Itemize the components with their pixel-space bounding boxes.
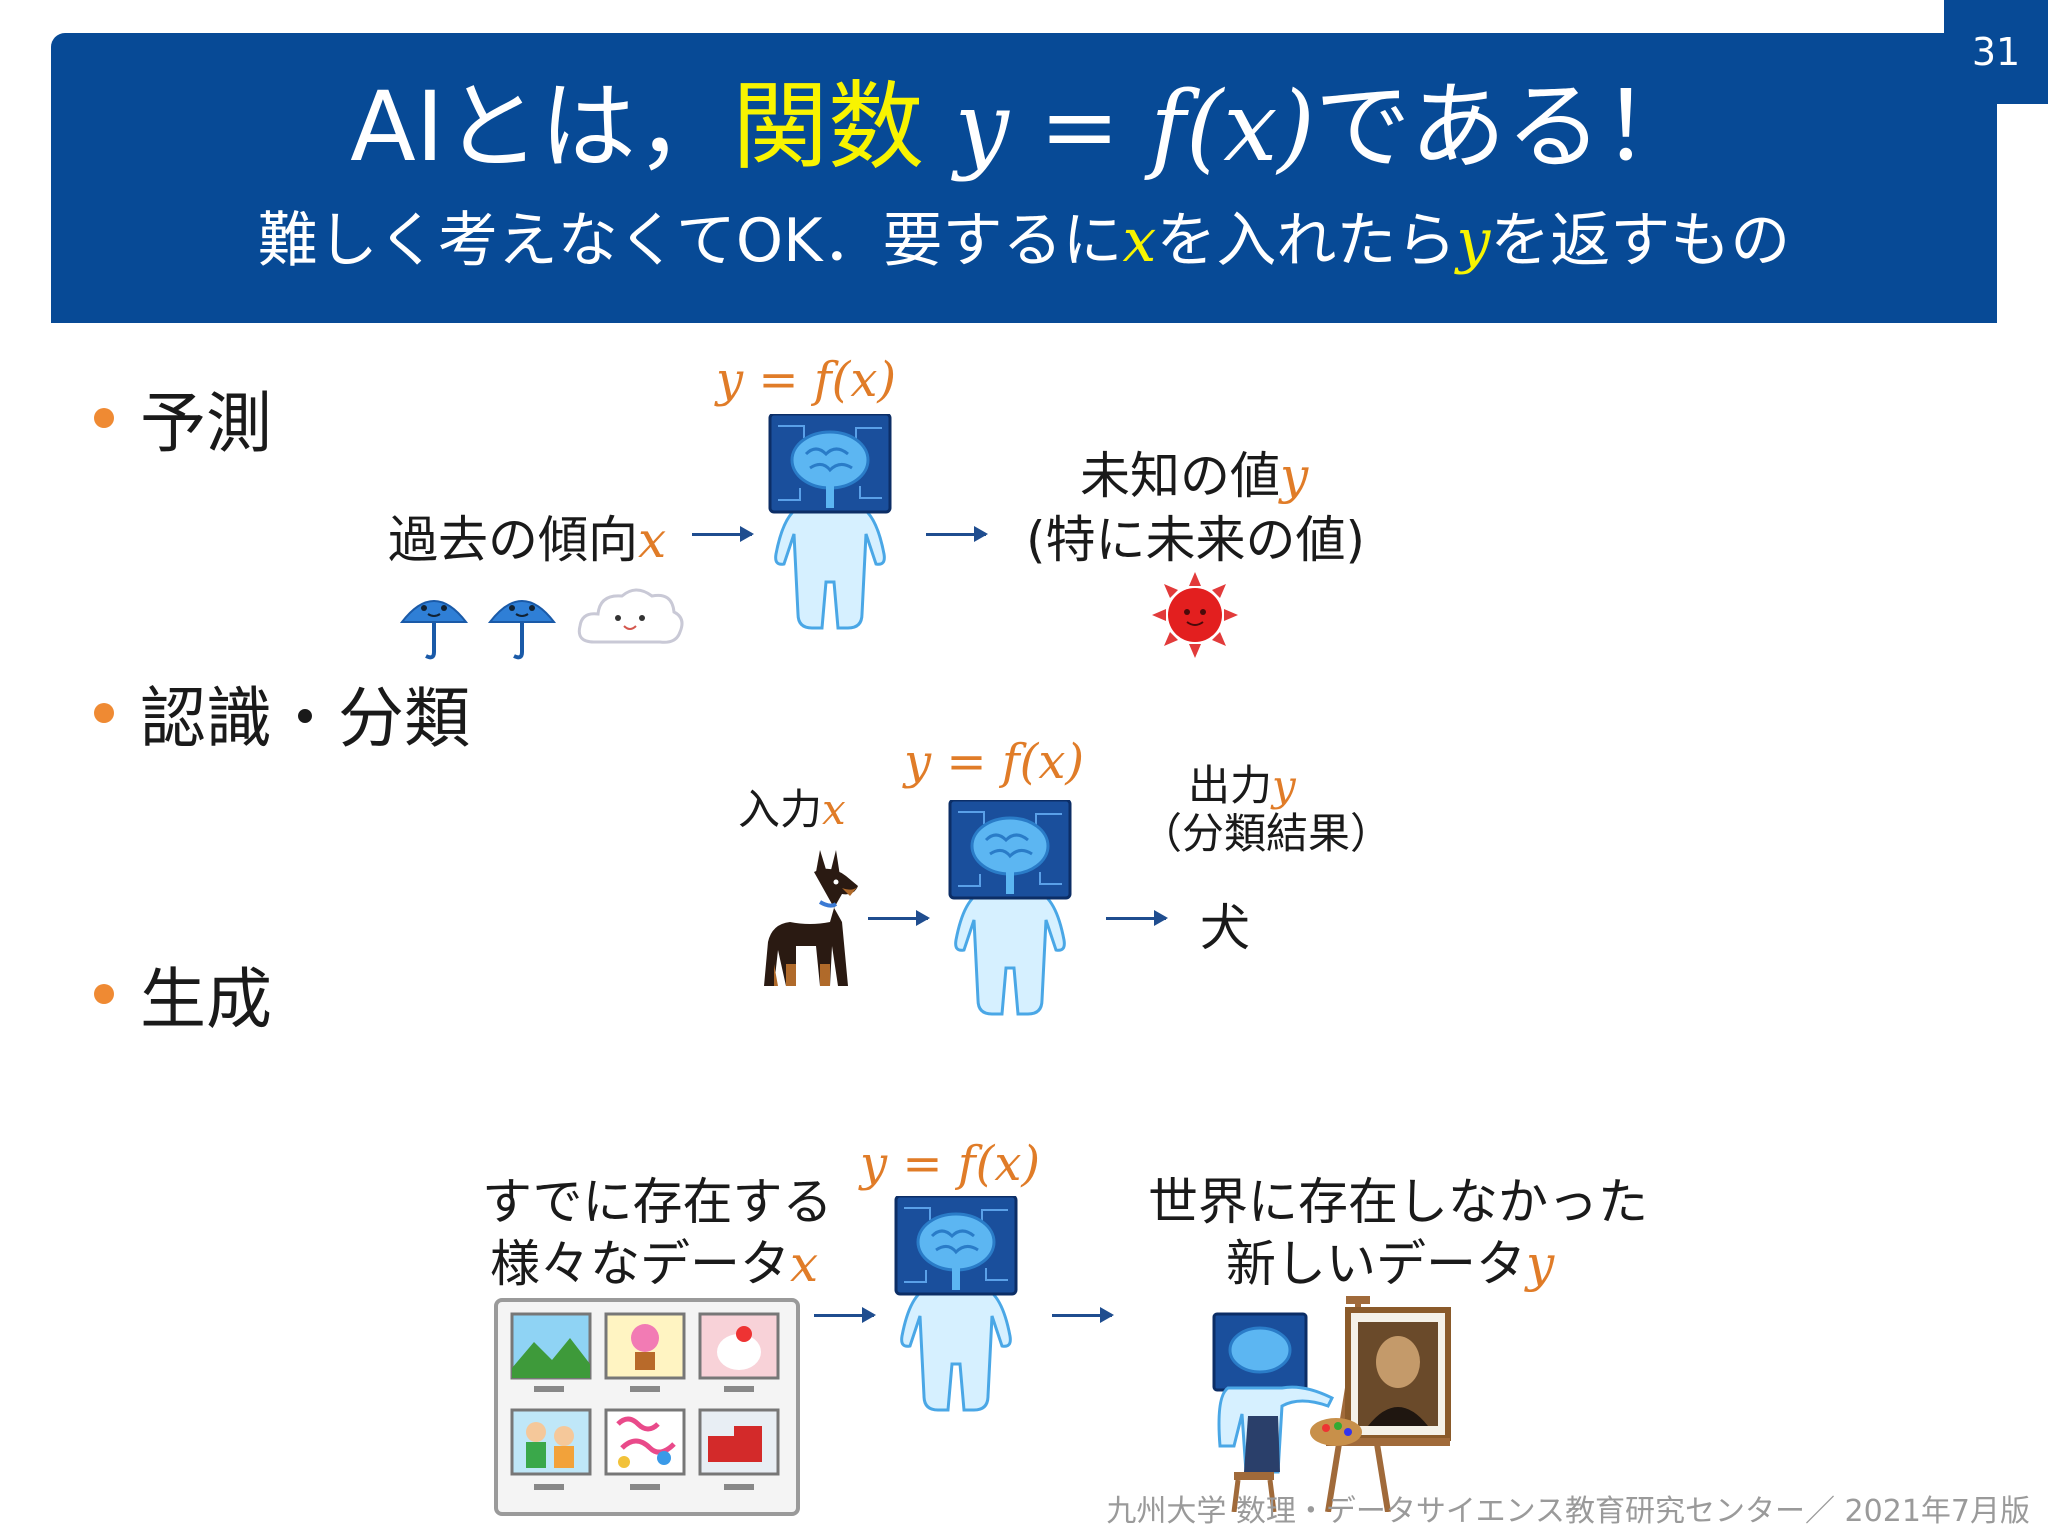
arrow <box>1052 1307 1114 1323</box>
slide-header <box>51 33 1997 323</box>
classification-result: 犬 <box>1200 899 1250 957</box>
subtitle-part1: 難しく考えなくてOK．要するに <box>257 206 1123 276</box>
output-var: y <box>1526 1235 1555 1293</box>
classification-output-line2: （分類結果） <box>1140 809 1393 858</box>
slide-subtitle: 難しく考えなくてOK．要するにxを入れたらyを返すもの <box>0 205 2048 277</box>
footer-credit: 九州大学 数理・データサイエンス教育研究センター／ 2021年7月版 <box>1106 1494 2030 1529</box>
ai-robot-icon <box>768 414 892 630</box>
title-highlight: 関数 <box>732 71 925 183</box>
image-grid-icon <box>494 1298 800 1516</box>
arrow <box>1106 910 1168 926</box>
title-suffix: である！ <box>1314 71 1698 183</box>
output-var: y <box>1272 761 1296 810</box>
output-text: 新しいデータ <box>1226 1235 1526 1293</box>
formula-label: y = f(x) <box>716 352 897 408</box>
subtitle-part2: を入れたら <box>1156 206 1457 276</box>
slide-title: AIとは，関数 y = f(x)である！ <box>0 70 2048 185</box>
formula-label: y = f(x) <box>860 1136 1041 1192</box>
generation-output-line2: 新しいデータy <box>1226 1224 1554 1296</box>
generation-input-line1: すでに存在する <box>482 1173 833 1231</box>
ai-robot-icon <box>894 1196 1018 1412</box>
output-var: y <box>1280 447 1309 505</box>
input-var: x <box>790 1235 819 1293</box>
bullet-prediction: 予測 <box>94 370 272 466</box>
input-text: 入力 <box>738 785 823 834</box>
bullet-label: 予測 <box>140 385 272 462</box>
subtitle-part3: を返すもの <box>1490 206 1791 276</box>
bullet-classification: 認識・分類 <box>94 665 470 761</box>
bullet-generation: 生成 <box>94 946 272 1042</box>
bullet-dot <box>94 408 114 428</box>
bullet-label: 認識・分類 <box>140 680 470 757</box>
bullet-dot <box>94 984 114 1004</box>
input-var: x <box>822 785 846 834</box>
ai-painter-icon <box>1212 1296 1451 1512</box>
umbrella-icon <box>488 599 556 660</box>
page-number: 31 <box>1944 0 2048 104</box>
prediction-output-line2: (特に未来の値) <box>1026 511 1366 569</box>
arrow <box>692 526 754 542</box>
dog-icon <box>764 850 858 986</box>
ai-robot-icon <box>948 800 1072 1016</box>
subtitle-y: y <box>1456 206 1491 276</box>
prediction-output-line1: 未知の値y <box>1080 436 1308 508</box>
arrow <box>868 910 930 926</box>
input-text: 様々なデータ <box>490 1235 790 1293</box>
umbrella-icon <box>400 599 468 660</box>
title-prefix: AIとは， <box>350 71 733 183</box>
classification-output-line1: 出力y <box>1188 752 1296 813</box>
title-formula: y = f(x) <box>954 71 1315 183</box>
output-text: 未知の値 <box>1080 447 1280 505</box>
input-var: x <box>638 511 667 569</box>
arrow <box>814 1307 876 1323</box>
generation-input-line2: 様々なデータx <box>490 1224 818 1296</box>
cloud-icon <box>577 588 684 644</box>
formula-label: y = f(x) <box>904 734 1085 790</box>
input-text: 過去の傾向 <box>388 511 638 569</box>
bullet-dot <box>94 703 114 723</box>
sun-icon <box>1152 572 1238 658</box>
classification-input-label: 入力x <box>738 776 846 837</box>
subtitle-x: x <box>1122 206 1157 276</box>
output-text: 出力 <box>1188 761 1273 810</box>
arrow <box>926 526 988 542</box>
generation-output-line1: 世界に存在しなかった <box>1148 1173 1648 1231</box>
bullet-label: 生成 <box>140 961 272 1038</box>
prediction-input-label: 過去の傾向x <box>388 500 666 572</box>
